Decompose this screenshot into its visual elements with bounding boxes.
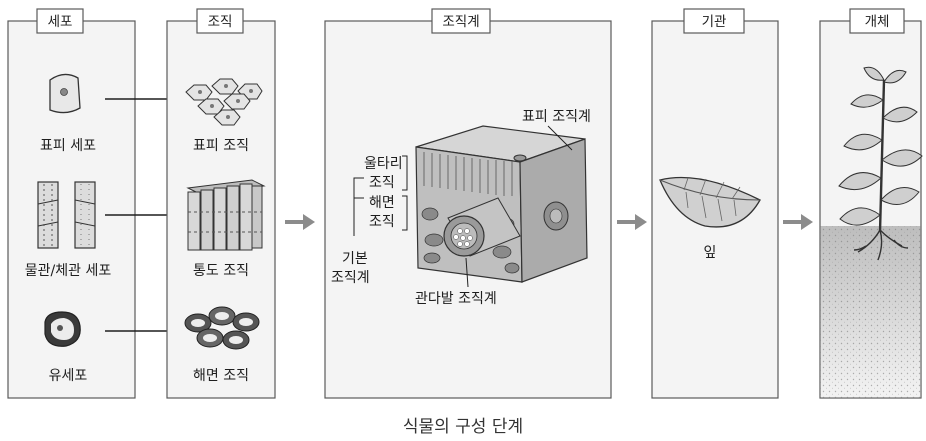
spongy-bracket bbox=[402, 195, 408, 231]
epidermal-cell-icon bbox=[49, 73, 81, 114]
ground-label-1: 기본 bbox=[342, 251, 368, 267]
organ-panel: 기관 잎 bbox=[651, 8, 779, 399]
leaf-cross-section-icon bbox=[415, 125, 588, 283]
cell-panel-title: 세포 bbox=[48, 14, 73, 30]
tissue-system-panel-title: 조직계 bbox=[442, 14, 479, 30]
tissue-panel-title-box bbox=[196, 8, 244, 34]
leaf-icon bbox=[659, 176, 761, 228]
xylem-phloem-cell-label: 물관/체관 세포 bbox=[25, 263, 112, 279]
tissue-system-panel-title-box bbox=[431, 8, 491, 34]
epidermal-cell-label: 표피 세포 bbox=[40, 138, 96, 154]
palisade-bracket bbox=[402, 155, 408, 191]
spongy-tissue-label: 해면 조직 bbox=[193, 368, 249, 384]
stage-arrow-1 bbox=[285, 214, 315, 230]
vascular-tissue-label: 통도 조직 bbox=[193, 263, 249, 279]
parenchyma-cell-label: 유세포 bbox=[49, 368, 88, 384]
cell-panel: 세포 표피 세포 물관/체관 세포 유세포 bbox=[7, 8, 136, 399]
tissue-panel: 조직 표피 조직 통도 조직 bbox=[166, 8, 276, 399]
palisade-label-2: 조직 bbox=[369, 175, 395, 191]
spongy-label-2: 조직 bbox=[369, 214, 395, 230]
parenchyma-cell-icon bbox=[44, 311, 81, 347]
palisade-label-1: 울타리 bbox=[364, 156, 403, 172]
stage-arrow-3 bbox=[783, 214, 813, 230]
cell-panel-title-box bbox=[36, 8, 84, 34]
organism-panel: 개체 bbox=[819, 8, 923, 399]
tissue-system-panel: 조직계 bbox=[324, 8, 612, 399]
stage-arrow-2 bbox=[617, 214, 647, 230]
plant-icon bbox=[838, 66, 923, 261]
spongy-tissue-icon bbox=[184, 306, 260, 350]
xylem-phloem-cell-icon bbox=[37, 181, 96, 249]
epidermal-leader bbox=[547, 125, 573, 151]
organ-panel-title-box bbox=[683, 8, 745, 34]
vascular-tissue-icon bbox=[186, 179, 266, 251]
organ-panel-title: 기관 bbox=[702, 14, 727, 30]
organism-panel-title: 개체 bbox=[865, 14, 890, 30]
tissue-panel-title: 조직 bbox=[208, 14, 233, 30]
leaf-label: 잎 bbox=[704, 245, 717, 261]
epidermal-system-label: 표피 조직계 bbox=[522, 109, 591, 125]
diagram-caption: 식물의 구성 단계 bbox=[403, 417, 523, 437]
vascular-leader bbox=[465, 257, 469, 288]
epidermal-tissue-label: 표피 조직 bbox=[193, 138, 249, 154]
epidermal-tissue-icon bbox=[185, 78, 263, 126]
vascular-system-label: 관다발 조직계 bbox=[415, 291, 497, 307]
spongy-label-1: 해면 bbox=[369, 195, 395, 211]
ground-label-2: 조직계 bbox=[331, 270, 370, 286]
ground-bracket-a bbox=[353, 177, 364, 236]
organism-panel-title-box bbox=[849, 8, 905, 34]
